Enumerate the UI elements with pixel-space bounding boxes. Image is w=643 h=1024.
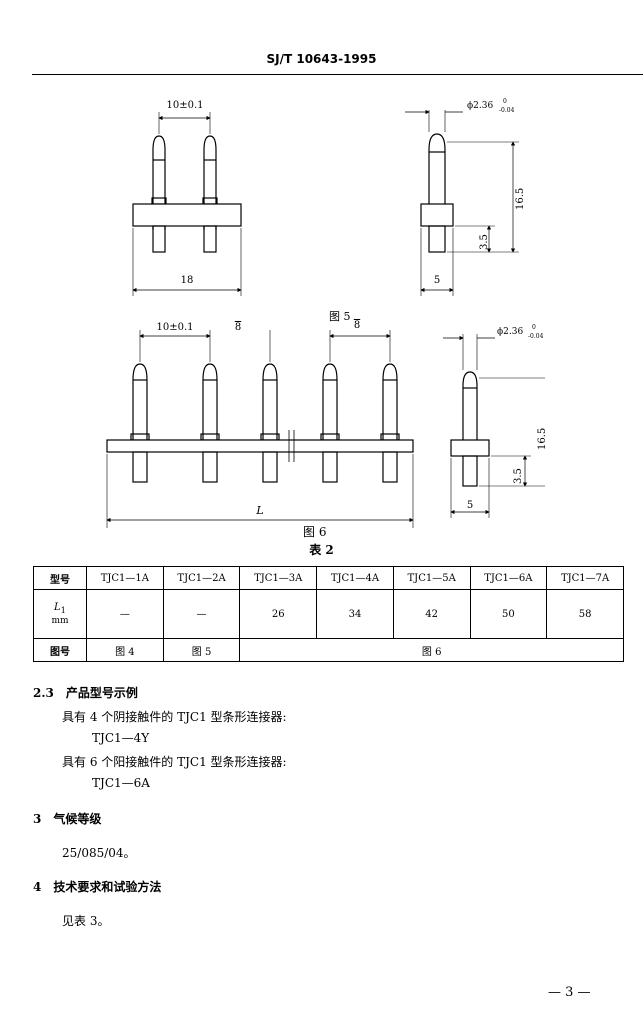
technical-drawings: 10±0.1 18 ϕ2.36 0 -0.04 16.5 3.5 5 图 5 1… [106,98,545,539]
table-cell: 图 5 [162,638,241,662]
model-table: 型号 TJC1—1A TJC1—2A TJC1—3A TJC1—4A TJC1—… [33,566,624,662]
table-cell: 图 4 [86,638,164,662]
fig5-dim-dia: ϕ2.36 [467,101,493,111]
table-cell: — [86,589,164,639]
section-3-body: 25/085/04。 [62,846,136,860]
section-4-body: 见表 3。 [62,914,110,928]
section-4-heading: 4 技术要求和试验方法 [33,880,162,894]
table-header-cell: TJC1—4A [316,566,394,590]
example-2-model: TJC1—6A [92,776,150,790]
row-l-label: L1 mm [33,589,87,639]
fig5-front-view [132,112,242,296]
table-header-cell: TJC1—7A [546,566,624,590]
table-title: 表 2 [309,543,334,557]
fig6-dim-gap-2: 8 [354,320,360,331]
table-cell: 58 [546,589,624,639]
fig5-dim-base-width: 5 [434,275,440,286]
table-cell: 42 [392,589,471,639]
table-header-cell: TJC1—5A [392,566,471,590]
table-header-cell: 型号 [33,566,87,590]
section-2-3-heading: 2.3 产品型号示例 [33,686,138,700]
header-rule [32,74,643,75]
row-fig-label: 图号 [33,638,87,662]
fig5-caption: 图 5 [329,310,351,323]
row-l-subscript: 1 [60,605,66,615]
example-2-text: 具有 6 个阳接触件的 TJC1 型条形连接器: [62,755,287,769]
fig6-dim-dia-tol-upper: 0 [532,324,536,331]
fig6-dim-length: 16.5 [537,428,545,450]
fig6-front-view [106,330,414,528]
table-cell: 34 [316,589,394,639]
fig5-dim-length: 16.5 [515,188,526,210]
page-header: SJ/T 10643-1995 [266,52,377,66]
row-l-symbol: L [54,602,61,613]
page-number: — 3 — [548,985,591,1000]
table-header-cell: TJC1—2A [162,566,241,590]
fig5-dim-dia-tol-upper: 0 [503,98,507,105]
row-l-unit: mm [51,616,69,626]
section-3-heading: 3 气候等级 [33,812,102,826]
fig5-dim-base-height: 3.5 [479,234,490,250]
fig6-dim-dia-tol-lower: -0.04 [528,333,544,340]
fig6-dim-base-height: 3.5 [513,468,524,484]
fig6-dim-pitch: 10±0.1 [156,322,193,333]
table-cell: 26 [239,589,318,639]
table-cell: 图 6 [239,638,624,662]
fig6-dim-dia: ϕ2.36 [497,327,523,337]
table-header-cell: TJC1—6A [469,566,548,590]
fig6-side-view [443,334,545,518]
fig5-dim-dia-tol-lower: -0.04 [499,107,515,114]
fig5-dim-width: 18 [181,275,194,286]
fig5-dim-pitch: 10±0.1 [166,100,203,111]
table-header-cell: TJC1—3A [239,566,318,590]
table-cell: 50 [469,589,548,639]
fig6-dim-gap-1: 8 [235,322,241,333]
table-header-cell: TJC1—1A [86,566,164,590]
fig6-dim-total: L [255,504,263,517]
fig5-side-view [405,109,519,296]
table-cell: — [162,589,241,639]
example-1-model: TJC1—4Y [92,731,150,745]
example-1-text: 具有 4 个阴接触件的 TJC1 型条形连接器: [62,710,287,724]
fig6-dim-base-width: 5 [467,500,473,511]
fig6-caption: 图 6 [303,525,326,539]
